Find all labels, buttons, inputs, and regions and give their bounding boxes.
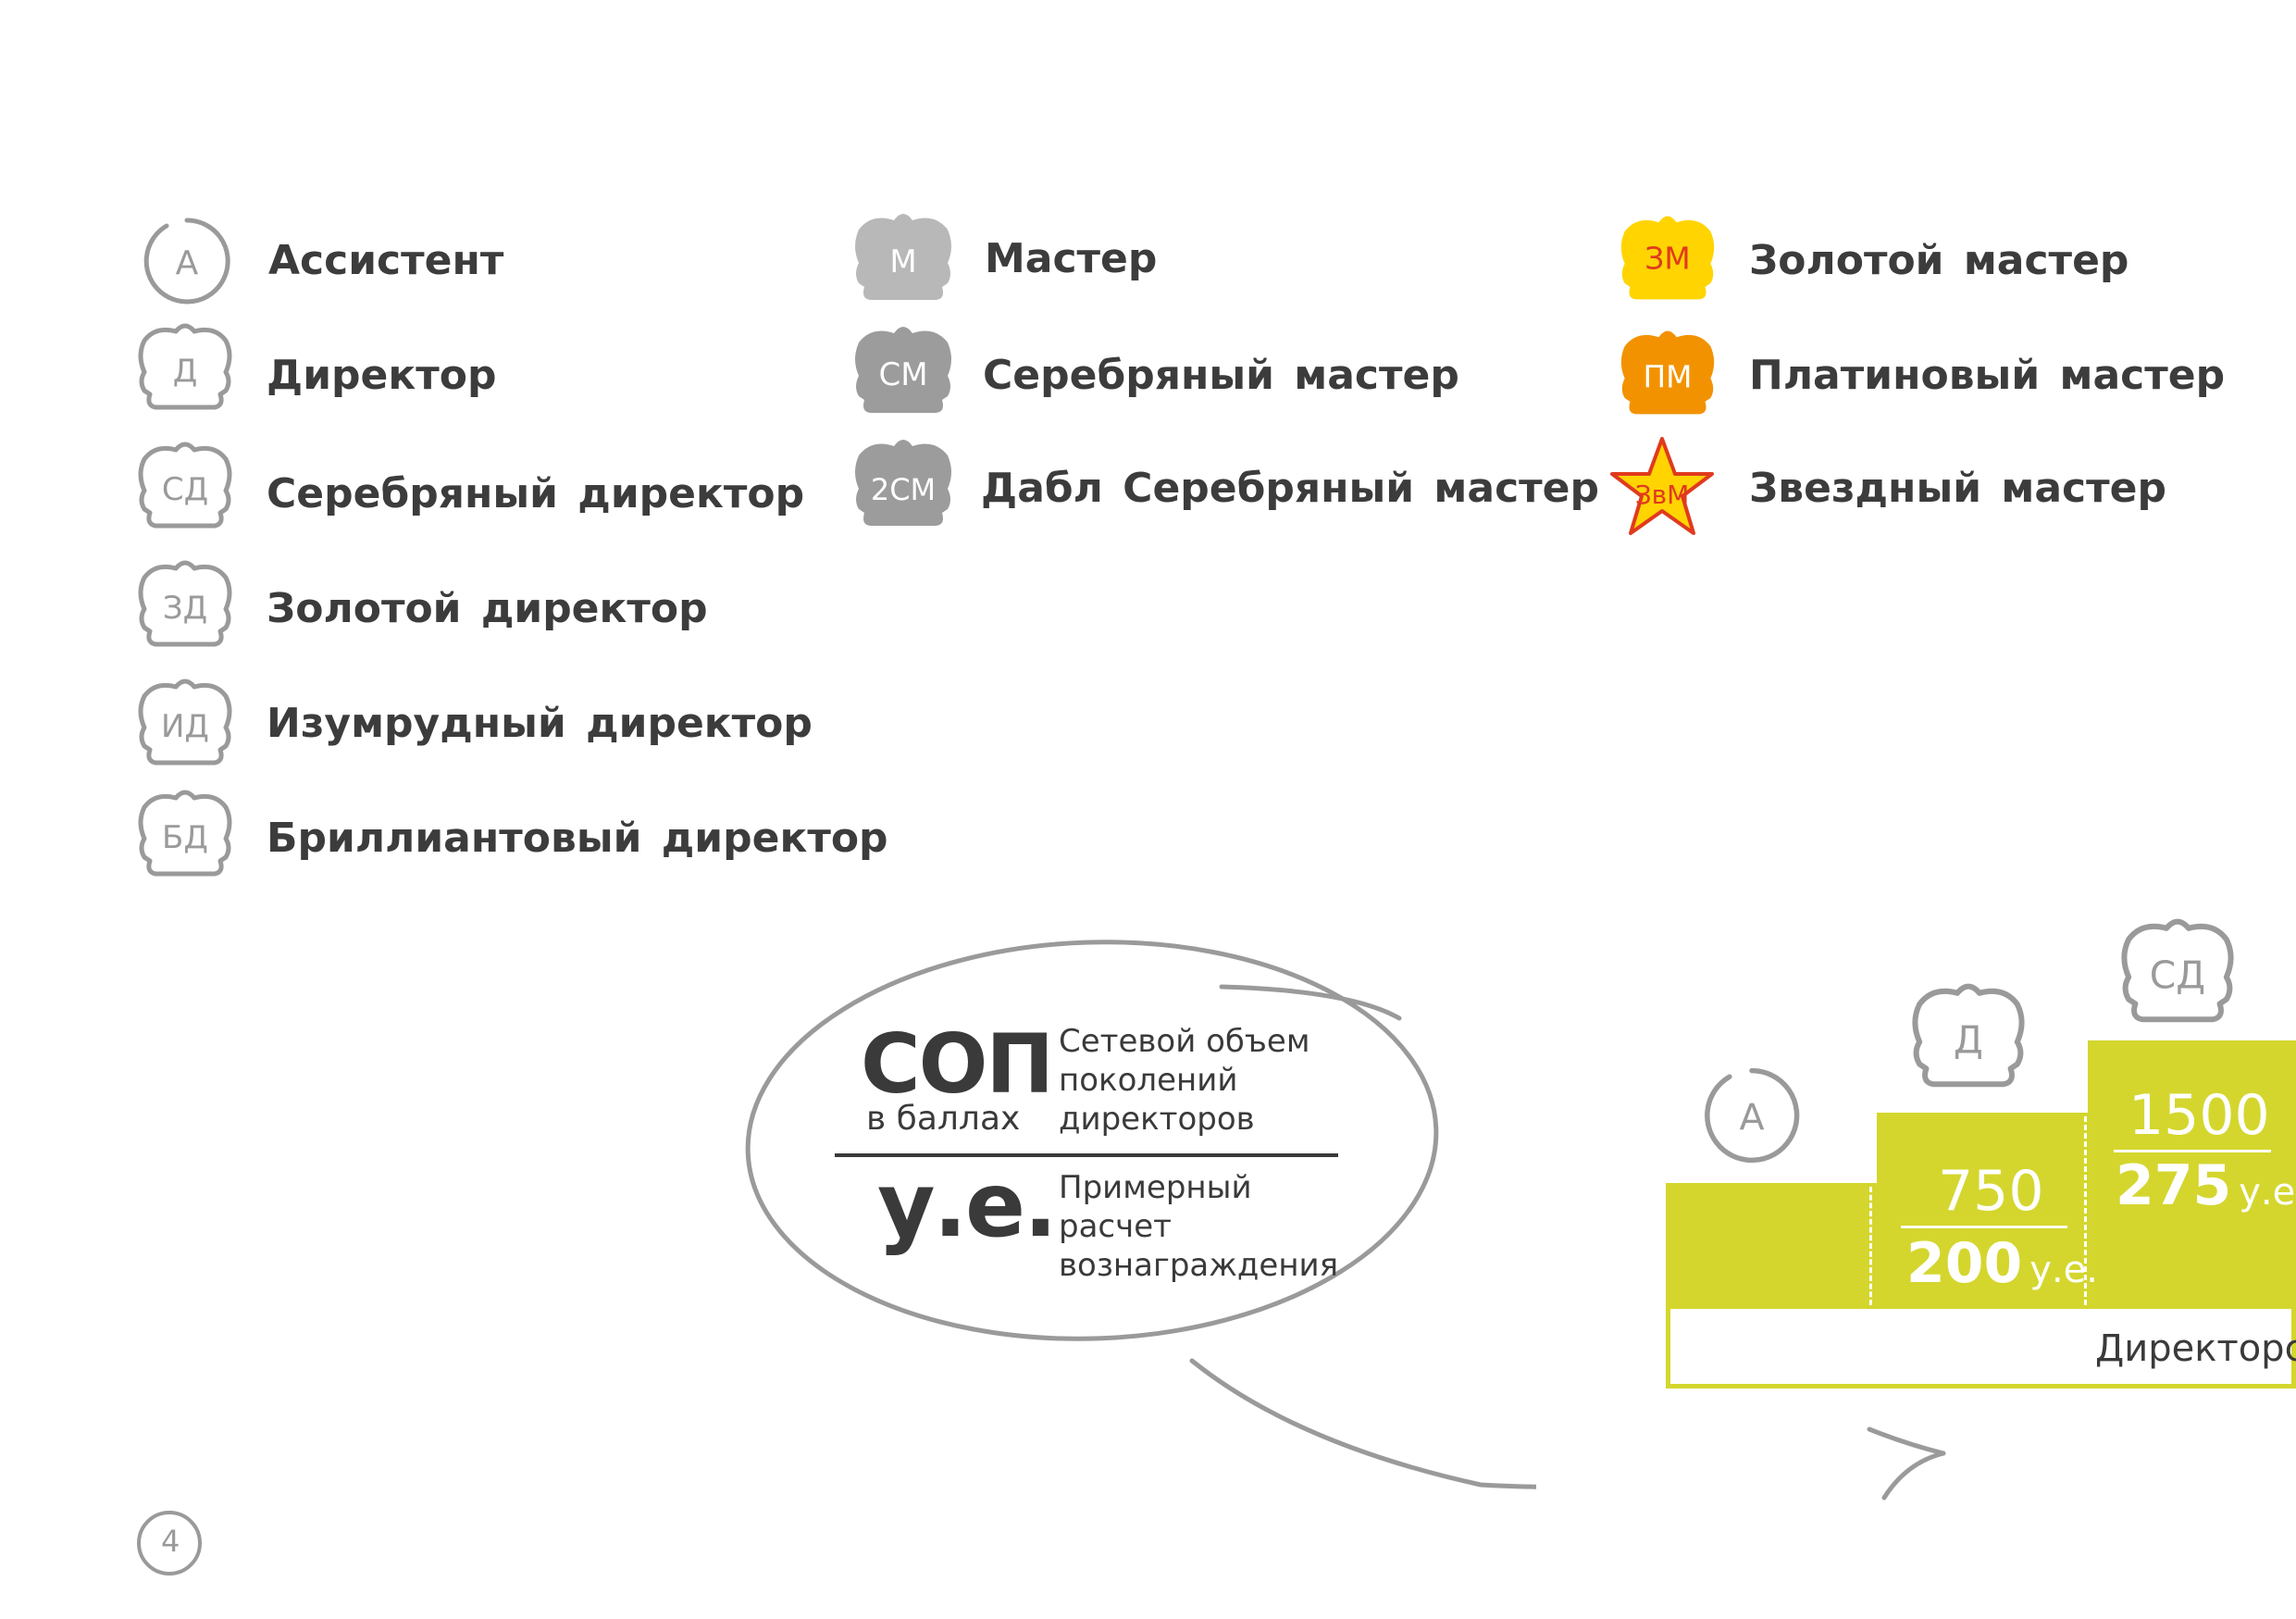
step-assistant-badge-icon: А bbox=[1701, 1065, 1803, 1166]
step-silver-director-reward-unit: у.е. bbox=[2239, 1171, 2296, 1214]
sop-description: Сетевой объем поколений директоров bbox=[1059, 1023, 1310, 1138]
explanation-ellipse-outline bbox=[745, 940, 1536, 1489]
emerald-director-crown-icon: ИД bbox=[135, 674, 235, 766]
director-crown-icon: Д bbox=[135, 318, 235, 411]
svg-text:А: А bbox=[176, 244, 199, 282]
rank-label-director: Директор bbox=[267, 352, 497, 399]
svg-text:2СМ: 2СМ bbox=[871, 472, 936, 507]
rank-label-double-silver-master: Дабл Серебряный мастер bbox=[981, 465, 1600, 512]
page-number-circle bbox=[137, 1511, 202, 1575]
diamond-director-crown-icon: БД bbox=[135, 785, 235, 878]
step-director-sop: 750 bbox=[1938, 1159, 2044, 1224]
ue-description: Примерный расчет вознаграждения bbox=[1059, 1169, 1339, 1284]
page-number: 4 bbox=[161, 1524, 180, 1559]
silver-director-crown-icon: СД bbox=[135, 437, 235, 529]
step-silver-director-crown-icon: СД bbox=[2117, 913, 2238, 1024]
svg-text:ПМ: ПМ bbox=[1644, 359, 1693, 394]
step-silver-director-divider bbox=[2114, 1150, 2271, 1152]
svg-text:СД: СД bbox=[2150, 953, 2205, 998]
star-master-star-icon: ЗвМ bbox=[1607, 433, 1718, 544]
sop-title: СОП bbox=[861, 1016, 1054, 1112]
svg-text:ЗД: ЗД bbox=[163, 590, 207, 627]
rank-label-silver-master: Серебряный мастер bbox=[983, 352, 1459, 399]
step-separator bbox=[1869, 1187, 1872, 1305]
step-director bbox=[1877, 1113, 2088, 1309]
svg-text:А: А bbox=[1739, 1096, 1764, 1139]
step-director-crown-icon: Д bbox=[1908, 978, 2029, 1089]
rank-label-master: Мастер bbox=[985, 235, 1158, 282]
step-silver-director-reward-value: 275 bbox=[2116, 1153, 2232, 1218]
step-silver-director bbox=[2088, 1040, 2296, 1309]
rank-label-platinum-master: Платиновый мастер bbox=[1749, 352, 2226, 399]
svg-text:СМ: СМ bbox=[878, 356, 927, 393]
gold-director-crown-icon: ЗД bbox=[135, 555, 235, 648]
step-separator bbox=[2084, 1116, 2087, 1305]
rank-label-emerald-director: Изумрудный директор bbox=[267, 700, 813, 747]
step-assistant bbox=[1666, 1183, 1877, 1309]
rank-label-star-master: Звездный мастер bbox=[1749, 465, 2166, 512]
svg-text:БД: БД bbox=[162, 819, 208, 856]
silver-master-crown-icon: СМ bbox=[850, 320, 957, 417]
master-crown-icon: М bbox=[850, 207, 957, 304]
svg-text:ИД: ИД bbox=[161, 708, 209, 745]
sop-subtitle: в баллах bbox=[866, 1100, 1021, 1138]
assistant-badge-icon: А bbox=[141, 215, 233, 307]
svg-text:Д: Д bbox=[1954, 1018, 1983, 1063]
svg-text:М: М bbox=[889, 243, 916, 280]
caption-bar bbox=[1666, 1309, 2296, 1389]
double-silver-master-crown-icon: 2СМ bbox=[850, 433, 957, 529]
rank-label-gold-master: Золотой мастер bbox=[1749, 237, 2129, 284]
step-director-divider bbox=[1901, 1226, 2067, 1228]
platinum-master-crown-icon: ПМ bbox=[1616, 324, 1719, 418]
rank-label-gold-director: Золотой директор bbox=[267, 585, 708, 632]
step-director-reward-unit: у.е. bbox=[2029, 1249, 2098, 1291]
svg-text:Д: Д bbox=[173, 353, 198, 390]
svg-text:ЗМ: ЗМ bbox=[1644, 242, 1690, 277]
ue-title: у.е. bbox=[877, 1153, 1058, 1257]
svg-text:СД: СД bbox=[162, 471, 208, 508]
step-silver-director-sop: 1500 bbox=[2128, 1083, 2270, 1148]
rank-label-diamond-director: Бриллиантовый директор bbox=[267, 815, 888, 862]
svg-text:ЗвМ: ЗвМ bbox=[1635, 479, 1690, 510]
gold-master-crown-icon: ЗМ bbox=[1616, 209, 1719, 304]
rank-label-silver-director: Серебряный директор bbox=[267, 470, 805, 517]
arrow-head-icon bbox=[1867, 1426, 1946, 1501]
bar-caption-text: Директорс bbox=[2095, 1327, 2296, 1370]
step-director-reward-value: 200 bbox=[1906, 1231, 2023, 1296]
explanation-divider bbox=[835, 1153, 1338, 1157]
rank-label-assistant: Ассистент bbox=[268, 237, 504, 284]
